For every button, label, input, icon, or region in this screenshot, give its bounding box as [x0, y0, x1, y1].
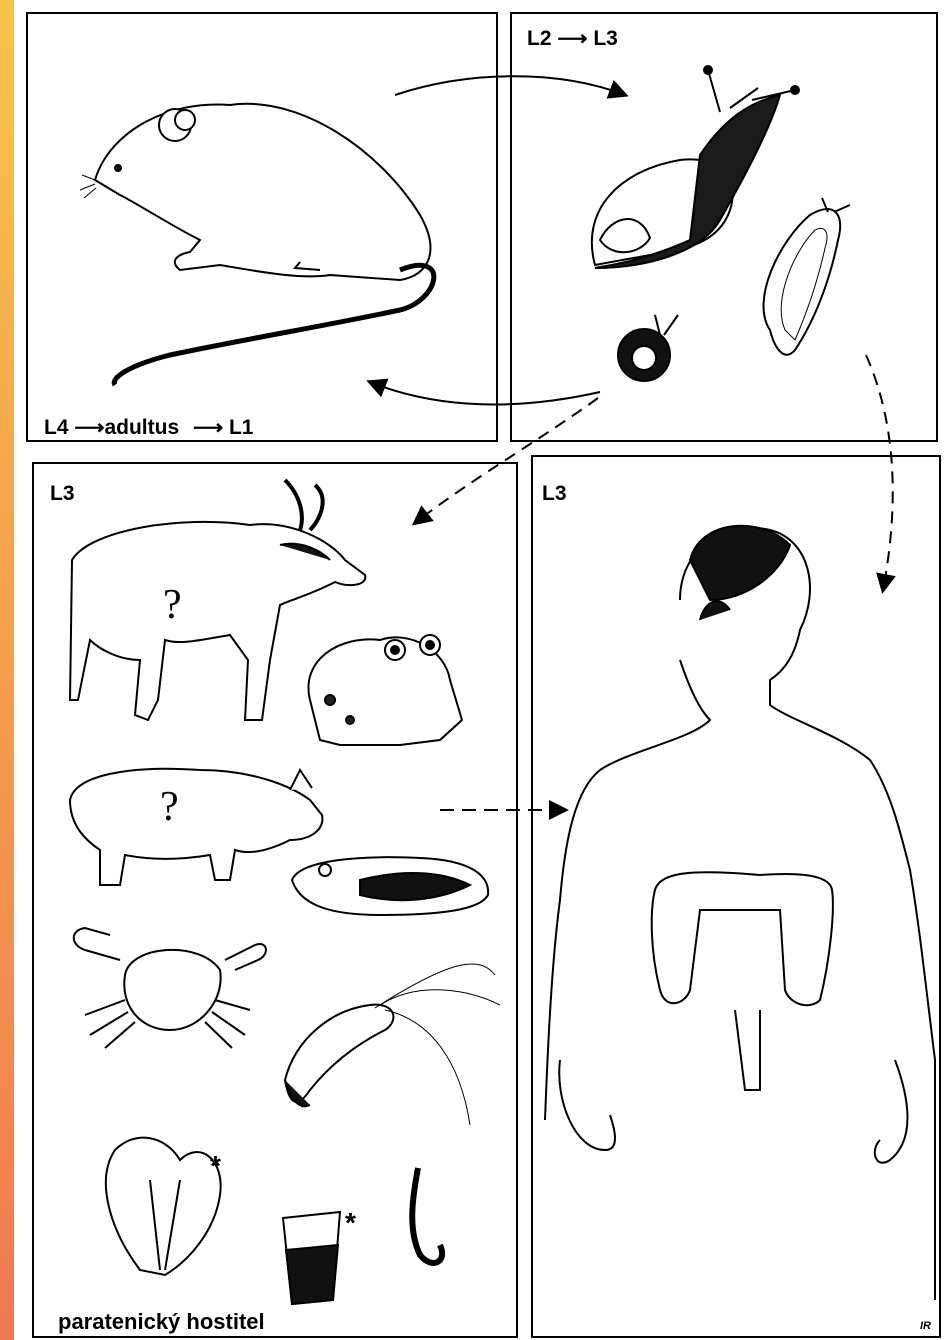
arrow-right-icon: ⟶: [557, 27, 587, 50]
rat-panel-stage-label: L4 ⟶adultus ⟶ L1: [44, 415, 253, 440]
large-snail-illustration: [592, 66, 799, 268]
stage-adultus: adultus: [104, 416, 179, 439]
pig-illustration: ?: [70, 769, 322, 885]
snail-panel-stage-label: L2 ⟶ L3: [527, 26, 618, 51]
crab-illustration: [74, 928, 266, 1048]
svg-text:?: ?: [160, 784, 179, 830]
arrow-right-icon: ⟶: [74, 416, 104, 439]
frog-illustration: [292, 857, 488, 915]
illustrator-signature: IR: [920, 1320, 931, 1332]
lettuce-illustration: [106, 1138, 221, 1275]
toad-illustration: [308, 635, 462, 745]
stage-l2: L2: [527, 27, 552, 50]
glass-illustration: [283, 1212, 340, 1304]
paratenic-panel-stage-label: L3: [50, 482, 75, 506]
rat-illustration: [80, 104, 434, 385]
stage-l1: L1: [229, 416, 254, 439]
arrow-snail-to-paratenic: [415, 398, 598, 523]
slug-illustration: [764, 198, 850, 355]
arrow-rat-to-snail: [395, 76, 625, 95]
glass-asterisk: *: [345, 1207, 356, 1238]
arrow-snail-to-rat: [370, 382, 600, 404]
human-body-illustration: [545, 526, 935, 1300]
larva-illustration: [412, 1168, 442, 1263]
arrow-slug-to-human: [866, 355, 893, 590]
lettuce-asterisk: *: [210, 1150, 221, 1181]
shrimp-illustration: [285, 964, 500, 1125]
human-panel-stage-label: L3: [542, 482, 567, 506]
small-snail-illustration: [618, 315, 678, 381]
stage-l4: L4: [44, 416, 69, 439]
paratenic-host-title: paratenický hostitel: [58, 1309, 265, 1335]
stage-l3: L3: [593, 27, 618, 50]
arrow-right-icon: ⟶: [193, 416, 223, 439]
svg-text:?: ?: [163, 582, 182, 628]
